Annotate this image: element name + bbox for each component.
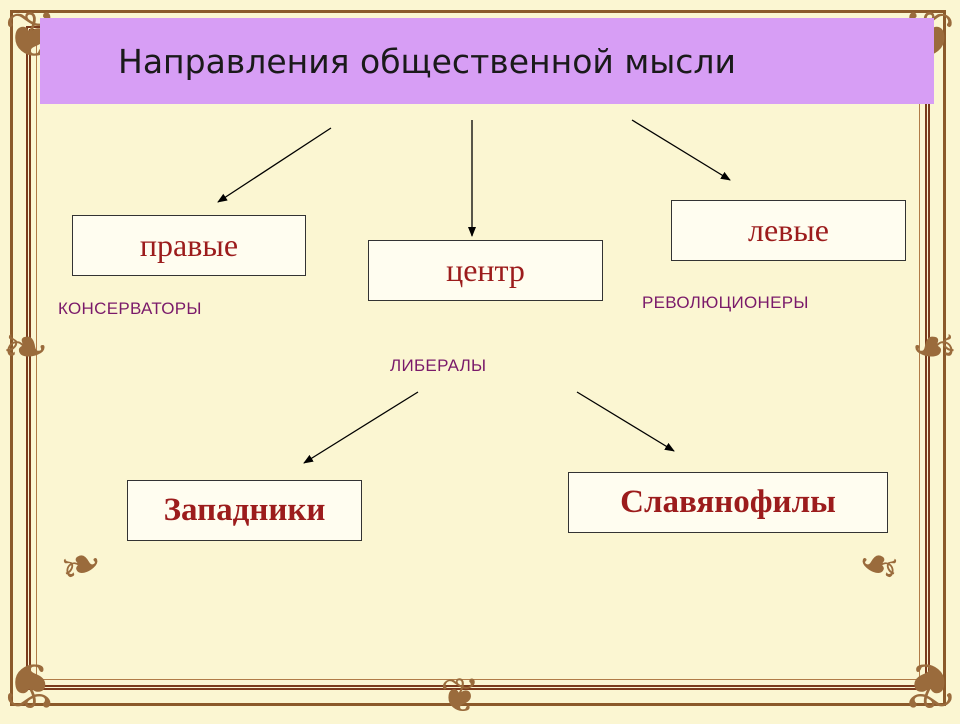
node-right-label: правые [139,227,239,263]
node-right: правые [72,215,306,276]
arrow-to-left [631,119,731,181]
ornament-scroll-icon: ❦ [440,668,481,724]
node-center: центр [368,240,603,301]
page-title: Направления общественной мысли [118,41,736,81]
arrow-to-westernizers [303,391,419,464]
label-conservatives: КОНСЕРВАТОРЫ [58,299,202,318]
label-liberals: ЛИБЕРАЛЫ [390,356,487,375]
node-left-label: левые [748,212,829,248]
label-revolutionaries: РЕВОЛЮЦИОНЕРЫ [642,293,809,312]
node-slavophiles: Славянофилы [568,472,888,533]
node-slavophiles-label: Славянофилы [620,484,836,520]
node-center-label: центр [446,252,525,288]
ornament-scroll-icon: ❧ [2,315,49,380]
arrow-to-slavophiles [576,391,675,452]
frame-outer-border [10,10,946,706]
node-left: левые [671,200,906,261]
arrow-to-right [217,127,332,203]
node-westernizers: Западники [127,480,362,541]
title-bar: Направления общественной мысли [40,18,934,104]
node-westernizers-label: Западники [163,492,326,528]
